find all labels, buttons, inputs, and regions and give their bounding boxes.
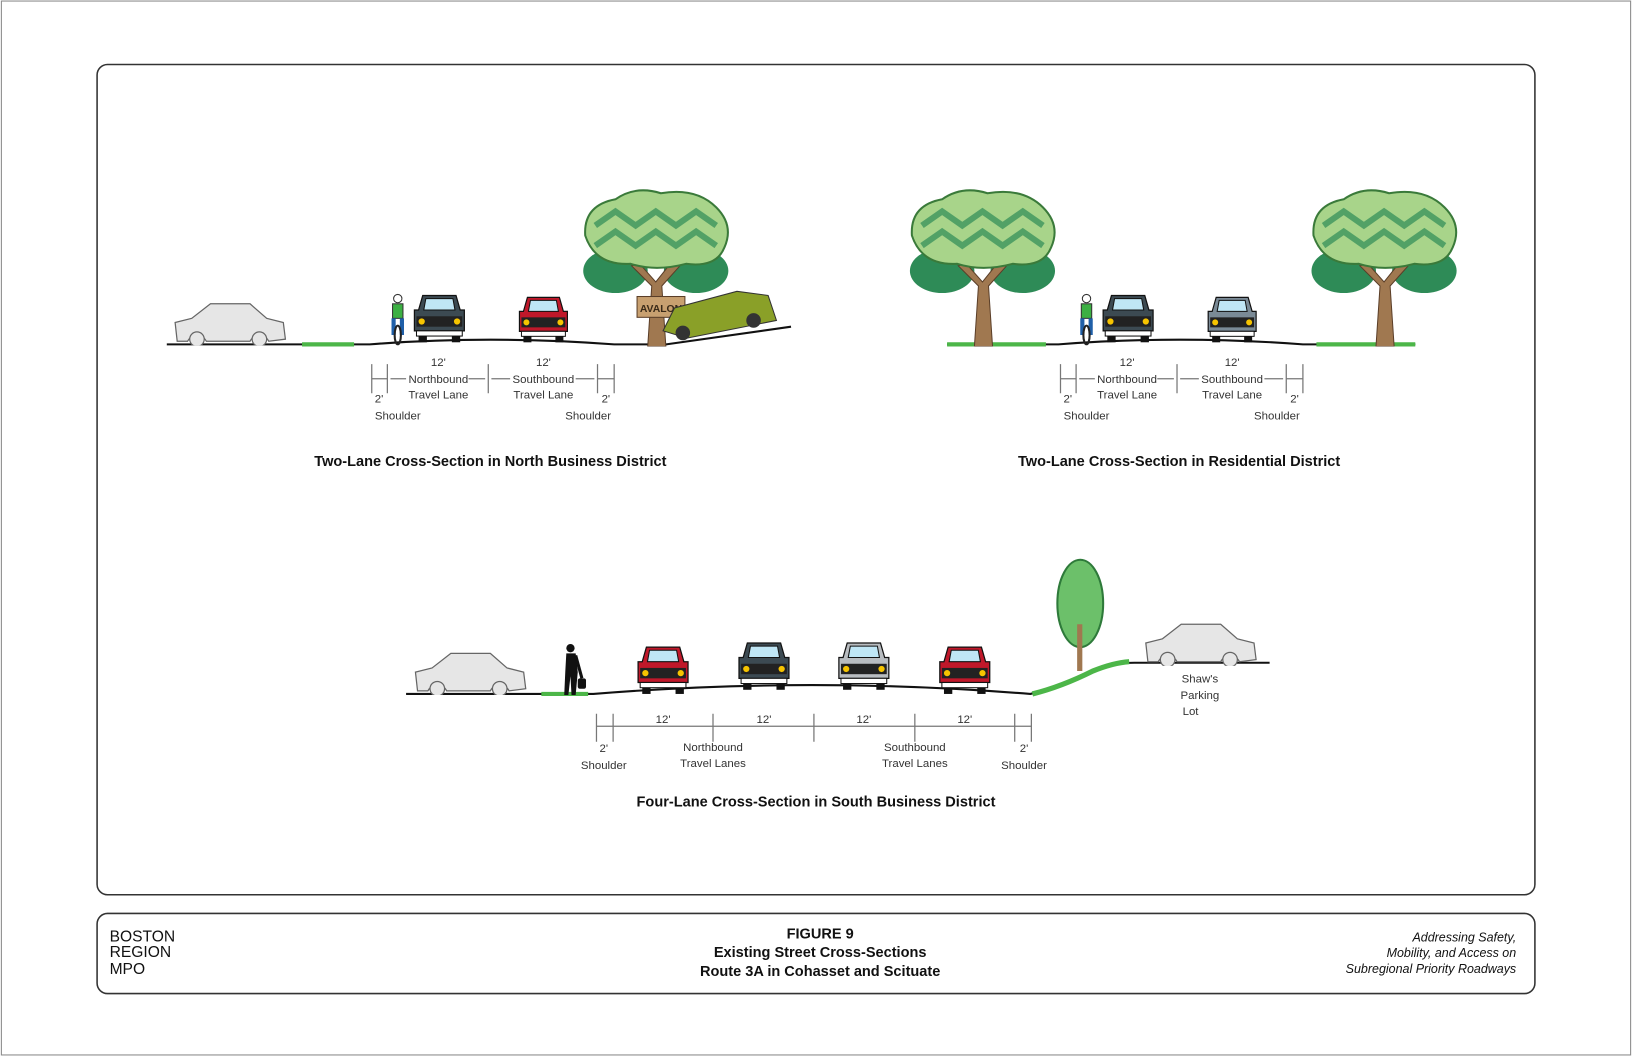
- northbound-label: Northbound: [408, 374, 468, 386]
- tree-trunk: [1077, 624, 1083, 672]
- figure-panel: [96, 63, 1536, 896]
- shoulder-label: Shoulder: [1254, 410, 1300, 422]
- org-name-2: REGION: [110, 944, 172, 961]
- shoulder-label: Shoulder: [565, 410, 611, 422]
- shoulder-label: Shoulder: [581, 760, 627, 772]
- shoulder-width-label: 2': [599, 743, 608, 755]
- figure-number: FIGURE 9: [787, 926, 854, 942]
- shoulder-label: Shoulder: [375, 410, 421, 422]
- lane-width-label: 12': [656, 714, 671, 726]
- org-name-3: MPO: [110, 961, 146, 978]
- parking-label-3: Lot: [1183, 706, 1200, 718]
- shoulder-width-label: 2': [602, 394, 611, 406]
- section-south-business: 12' 12' 12' 12' Northbound Travel Lanes …: [406, 558, 1270, 810]
- northbound-label-2: Travel Lanes: [680, 758, 746, 770]
- figure-title: Existing Street Cross-Sections: [714, 945, 927, 961]
- southbound-car: [939, 646, 991, 695]
- southbound-label: Southbound: [1201, 374, 1263, 386]
- southbound-car: [518, 296, 569, 343]
- northbound-label: Northbound: [1097, 374, 1157, 386]
- parking-label-2: Parking: [1181, 690, 1220, 702]
- report-title-2: Mobility, and Access on: [1387, 946, 1517, 960]
- lane-width-label: 12': [757, 714, 772, 726]
- northbound-car: [637, 646, 689, 695]
- dimension-lines: [595, 713, 1032, 742]
- road-profile: [947, 338, 1416, 346]
- southbound-car: [838, 642, 890, 691]
- shoulder-width-label: 2': [1290, 394, 1299, 406]
- road-profile: [166, 325, 792, 346]
- southbound-label-2: Travel Lanes: [882, 758, 948, 770]
- org-name: BOSTON: [110, 929, 176, 946]
- section-residential: 12' Northbound Travel Lane 12' Southboun…: [910, 190, 1457, 470]
- shoulder-width-label: 2': [1020, 743, 1029, 755]
- southbound-car: [1207, 296, 1257, 343]
- sign-text: AVALON: [640, 304, 682, 315]
- southbound-label-2: Travel Lane: [1202, 389, 1262, 401]
- footer-box: [96, 912, 1536, 995]
- shoulder-width-label: 2': [1064, 394, 1073, 406]
- lane-width-label: 12': [536, 357, 551, 369]
- northbound-car: [738, 642, 790, 691]
- northbound-label-2: Travel Lane: [408, 389, 468, 401]
- report-title: Addressing Safety,: [1411, 931, 1516, 945]
- northbound-car: [413, 294, 465, 343]
- lane-width-label: 12': [1225, 357, 1240, 369]
- northbound-label-2: Travel Lane: [1097, 389, 1157, 401]
- section-title: Two-Lane Cross-Section in Residential Di…: [1018, 454, 1340, 470]
- lane-width-label: 12': [856, 714, 871, 726]
- report-title-3: Subregional Priority Roadways: [1346, 962, 1517, 976]
- shoulder-label: Shoulder: [1064, 410, 1110, 422]
- grass-slope: [1031, 659, 1130, 697]
- lane-width-label: 12': [1120, 357, 1135, 369]
- shoulder-label: Shoulder: [1001, 760, 1047, 772]
- footer: BOSTON REGION MPO FIGURE 9 Existing Stre…: [96, 912, 1536, 995]
- section-north-business: AVALON 12' Northbound Travel Lane 12' So…: [166, 190, 792, 470]
- shoulder-width-label: 2': [375, 394, 384, 406]
- lane-width-label: 12': [431, 357, 446, 369]
- parking-label: Shaw's: [1182, 673, 1219, 685]
- southbound-label: Southbound: [513, 374, 575, 386]
- southbound-label-2: Travel Lane: [513, 389, 573, 401]
- dimension-lines: [371, 364, 615, 394]
- section-title: Two-Lane Cross-Section in North Business…: [314, 454, 666, 470]
- southbound-label: Southbound: [884, 742, 946, 754]
- figure-subtitle: Route 3A in Cohasset and Scituate: [700, 964, 940, 980]
- northbound-car: [1102, 294, 1154, 343]
- lane-width-label: 12': [957, 714, 972, 726]
- northbound-label: Northbound: [683, 742, 743, 754]
- dimension-lines: [1059, 364, 1304, 394]
- section-title: Four-Lane Cross-Section in South Busines…: [637, 794, 996, 810]
